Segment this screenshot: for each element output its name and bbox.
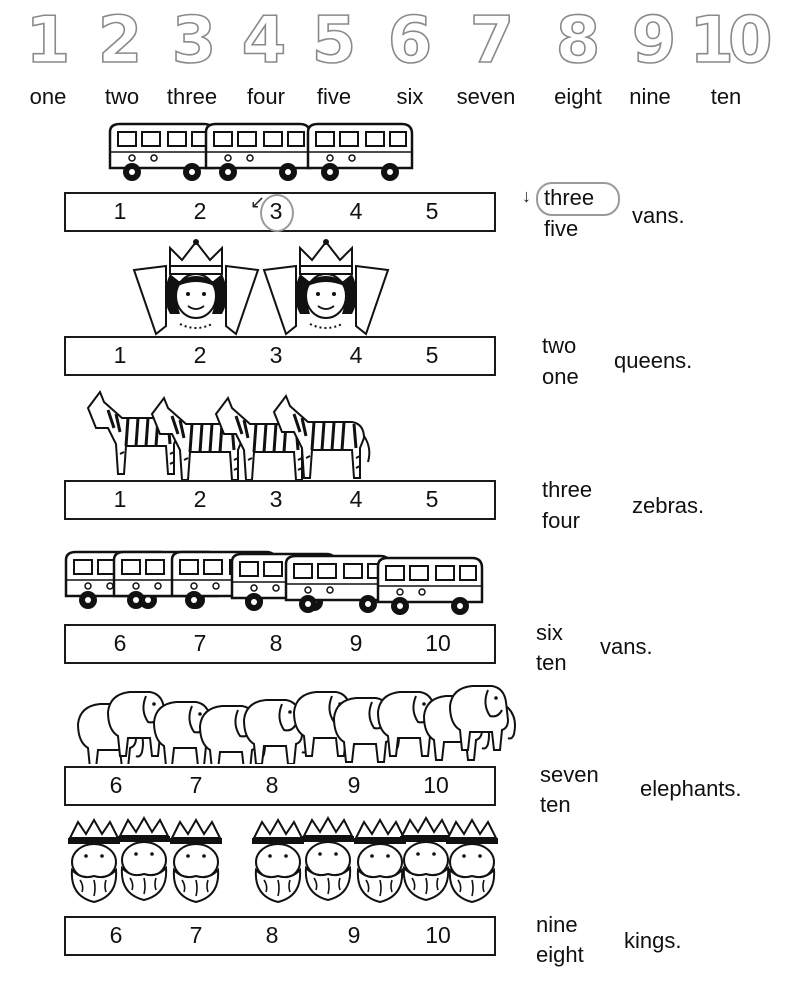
queen-icon bbox=[133, 238, 259, 335]
van-icon bbox=[204, 122, 312, 183]
word-five: five bbox=[316, 84, 352, 109]
number-cell[interactable]: 7 bbox=[189, 922, 203, 948]
number-cell[interactable]: 2 bbox=[193, 486, 207, 512]
number-cell[interactable]: 9 bbox=[347, 922, 361, 948]
numeral-6: 6 bbox=[387, 3, 433, 79]
word-nine: nine bbox=[629, 84, 671, 109]
van-icon bbox=[108, 122, 216, 183]
answer-circle bbox=[536, 182, 620, 216]
king-icon bbox=[353, 819, 407, 903]
elephants-picture bbox=[0, 676, 800, 764]
number-cell[interactable]: 6 bbox=[109, 772, 123, 798]
choice-bottom[interactable]: ten bbox=[540, 792, 571, 817]
numeral-2: 2 bbox=[97, 3, 143, 79]
zebras-picture bbox=[0, 384, 800, 480]
number-cell[interactable]: 5 bbox=[425, 198, 439, 224]
numeral-8: 8 bbox=[555, 3, 601, 79]
numeral-3: 3 bbox=[171, 3, 217, 79]
noun-label: elephants. bbox=[640, 776, 742, 801]
choice-top[interactable]: seven bbox=[540, 762, 599, 787]
word-three: three bbox=[166, 84, 218, 109]
van-icon bbox=[284, 554, 392, 615]
number-cell[interactable]: 9 bbox=[349, 630, 363, 656]
number-cell[interactable]: 8 bbox=[265, 772, 279, 798]
number-cell[interactable]: 3 bbox=[269, 342, 283, 368]
numeral-9: 9 bbox=[631, 3, 677, 79]
number-line-3: 1 2 3 4 5 bbox=[64, 480, 496, 520]
word-four: four bbox=[247, 84, 285, 109]
van-icon bbox=[306, 122, 414, 183]
number-cell[interactable]: 5 bbox=[425, 342, 439, 368]
number-cell[interactable]: 1 bbox=[113, 486, 127, 512]
choice-bottom[interactable]: ten bbox=[536, 650, 567, 675]
king-icon bbox=[117, 817, 171, 901]
number-cell[interactable]: 8 bbox=[269, 630, 283, 656]
number-cell[interactable]: 3 bbox=[269, 486, 283, 512]
vans-picture-2 bbox=[0, 546, 800, 620]
number-cell[interactable]: 4 bbox=[349, 342, 363, 368]
vans-picture-1 bbox=[0, 118, 800, 188]
word-one: one bbox=[29, 84, 67, 109]
king-icon bbox=[445, 819, 499, 903]
king-icon bbox=[251, 819, 305, 903]
word-eight: eight bbox=[554, 84, 602, 109]
numeral-4: 4 bbox=[241, 3, 287, 79]
noun-label: kings. bbox=[624, 928, 682, 953]
kings-picture bbox=[0, 812, 800, 908]
arrow-icon: ↙ bbox=[250, 192, 266, 212]
number-line-5: 6 7 8 9 10 bbox=[64, 766, 496, 806]
numeral-7: 7 bbox=[469, 3, 515, 79]
queens-picture bbox=[0, 236, 800, 336]
van-icon bbox=[376, 556, 484, 617]
number-cell[interactable]: 2 bbox=[193, 342, 207, 368]
numeral-5: 5 bbox=[311, 3, 357, 79]
word-two: two bbox=[104, 84, 140, 109]
choice-top[interactable]: six bbox=[536, 620, 563, 645]
noun-label: queens. bbox=[614, 348, 693, 373]
king-icon bbox=[301, 817, 355, 901]
answer-circle bbox=[260, 194, 294, 232]
noun-label: vans. bbox=[600, 634, 653, 659]
number-cell[interactable]: 7 bbox=[193, 630, 207, 656]
number-cell[interactable]: 2 bbox=[193, 198, 207, 224]
number-cell[interactable]: 1 bbox=[113, 342, 127, 368]
king-icon bbox=[169, 819, 223, 903]
king-icon bbox=[67, 819, 121, 903]
choice-top[interactable]: three bbox=[544, 185, 595, 210]
number-cell[interactable]: 6 bbox=[109, 922, 123, 948]
number-cell[interactable]: 8 bbox=[265, 922, 279, 948]
word-seven: seven bbox=[456, 84, 516, 109]
noun-label: zebras. bbox=[632, 493, 705, 518]
choice-top[interactable]: three bbox=[542, 477, 593, 502]
king-icon bbox=[399, 817, 453, 901]
number-cell[interactable]: 10 bbox=[425, 922, 451, 948]
number-line-2: 1 2 3 4 5 bbox=[64, 336, 496, 376]
number-cell[interactable]: 9 bbox=[347, 772, 361, 798]
number-cell[interactable]: 4 bbox=[349, 486, 363, 512]
number-cell[interactable]: 10 bbox=[425, 630, 451, 656]
noun-label: vans. bbox=[632, 203, 685, 228]
choice-bottom[interactable]: four bbox=[542, 508, 580, 533]
number-line-4: 6 7 8 9 10 bbox=[64, 624, 496, 664]
number-cell[interactable]: 6 bbox=[113, 630, 127, 656]
arrow-icon: ↓ bbox=[522, 186, 531, 206]
word-six: six bbox=[396, 84, 424, 109]
choice-bottom[interactable]: five bbox=[544, 216, 579, 241]
number-cell[interactable]: 7 bbox=[189, 772, 203, 798]
numeral-10: 10 bbox=[689, 3, 774, 79]
choice-bottom[interactable]: eight bbox=[536, 942, 584, 967]
number-line-6: 6 7 8 9 10 bbox=[64, 916, 496, 956]
number-cell[interactable]: 4 bbox=[349, 198, 363, 224]
word-ten: ten bbox=[710, 84, 742, 109]
number-cell[interactable]: 1 bbox=[113, 198, 127, 224]
numeral-1: 1 bbox=[25, 3, 71, 79]
choice-top[interactable]: two bbox=[542, 333, 577, 358]
choice-top[interactable]: nine bbox=[536, 912, 578, 937]
number-cell[interactable]: 5 bbox=[425, 486, 439, 512]
queen-icon bbox=[263, 238, 389, 335]
choice-bottom[interactable]: one bbox=[542, 364, 579, 389]
number-cell[interactable]: 10 bbox=[423, 772, 449, 798]
